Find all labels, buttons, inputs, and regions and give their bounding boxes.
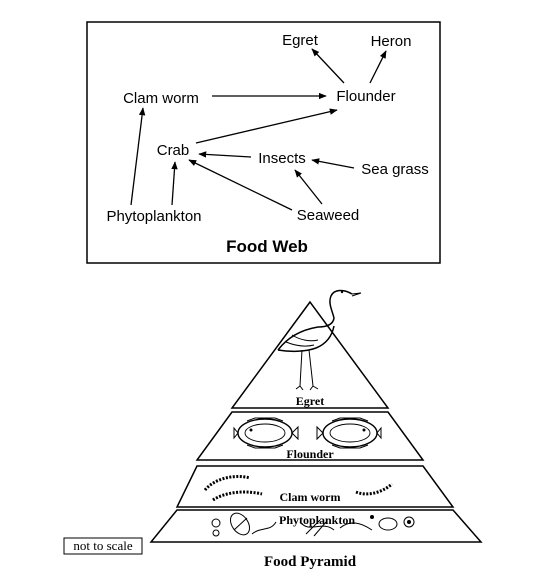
food-web: Egret Heron Clam worm Flounder Crab Inse…: [86, 21, 441, 264]
pyramid-level-base: [149, 509, 483, 543]
egret-icon: [277, 289, 362, 391]
node-heron: Heron: [371, 33, 412, 50]
node-seaweed: Seaweed: [297, 207, 360, 224]
node-crab: Crab: [157, 142, 190, 159]
food-web-frame: [86, 21, 441, 264]
tier-label-egret: Egret: [296, 394, 324, 408]
arrow-seaweed-to-crab: [188, 159, 293, 211]
arrow-phytoplankton-to-crab: [171, 161, 178, 206]
node-insects: Insects: [258, 150, 306, 167]
arrow-seaweed-to-insects: [294, 169, 323, 205]
tier-label-flounder: Flounder: [286, 447, 334, 461]
flounder-icon: [233, 417, 382, 449]
food-pyramid-title: Food Pyramid: [264, 554, 357, 570]
scale-note: not to scale: [63, 537, 143, 555]
node-egret: Egret: [282, 32, 319, 49]
arrow-crab-to-flounder: [195, 108, 338, 144]
tier-label-phytoplankton: Phytoplankton: [279, 513, 355, 527]
pyramid-level-third: [175, 465, 455, 508]
pyramid-level-top: [230, 300, 390, 409]
tier-label-clam-worm: Clam worm: [280, 490, 341, 504]
clam-worm-icon: [203, 475, 393, 502]
food-web-title: Food Web: [226, 237, 308, 256]
arrow-flounder-to-heron: [369, 50, 387, 84]
scale-note-box: [63, 537, 143, 555]
node-phytoplankton: Phytoplankton: [106, 208, 201, 225]
pyramid-level-second: [195, 411, 425, 461]
food-pyramid: Egret Flounder: [149, 289, 483, 570]
arrow-insects-to-crab: [198, 151, 252, 158]
food-web-arrows: [130, 48, 387, 211]
arrow-flounder-to-egret: [311, 48, 345, 84]
phytoplankton-icon: [211, 512, 415, 537]
arrow-phytoplankton-to-clam-worm: [130, 107, 146, 206]
node-sea-grass: Sea grass: [361, 161, 429, 178]
node-flounder: Flounder: [336, 88, 395, 105]
scale-note-text: not to scale: [73, 538, 132, 553]
arrow-sea-grass-to-insects: [311, 158, 355, 169]
node-clam-worm: Clam worm: [123, 90, 199, 107]
